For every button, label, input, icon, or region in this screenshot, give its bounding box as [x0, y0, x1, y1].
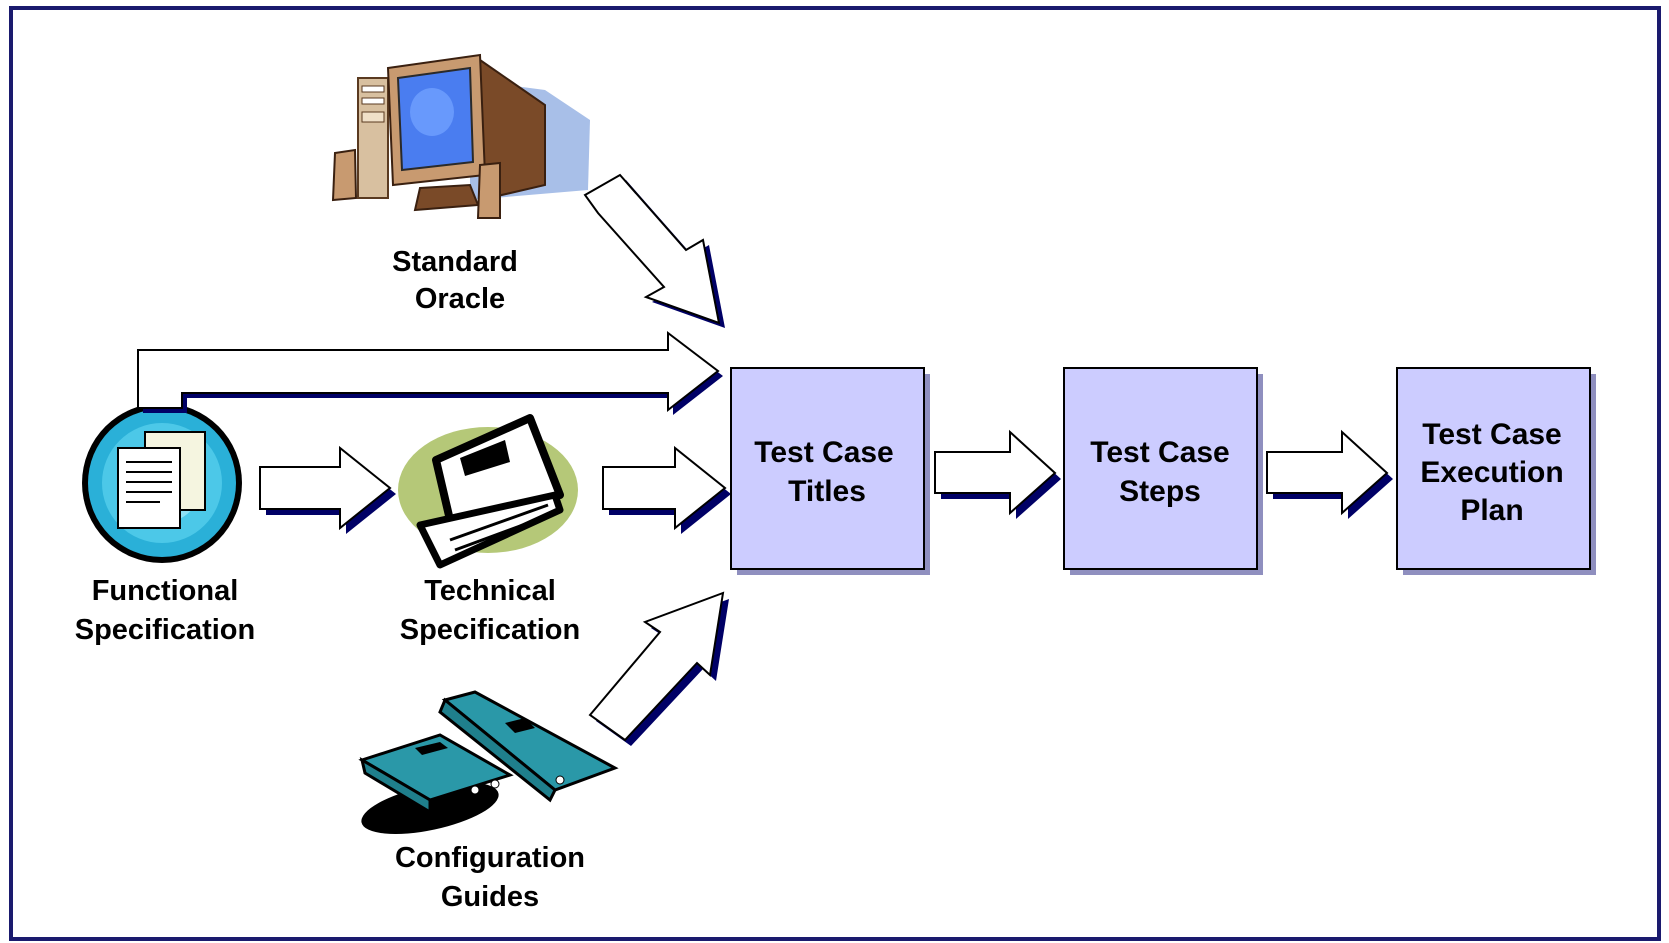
box-steps-line2: Steps	[1119, 475, 1201, 508]
arrow-functional-spec-to-titles	[137, 330, 723, 415]
arrow-functional-to-technical	[259, 445, 396, 534]
box-titles-line2: Titles	[788, 475, 866, 508]
functional-spec-label-line1: Functional	[92, 575, 239, 607]
box-plan-line2: Execution	[1420, 456, 1563, 489]
box-plan-line1: Test Case	[1422, 418, 1562, 451]
arrow-config-guides-to-titles	[588, 591, 729, 746]
box-steps-line1: Test Case	[1090, 436, 1230, 469]
laptop-icon	[398, 414, 578, 569]
arrow-standard-oracle-to-titles	[583, 173, 725, 328]
box-test-case-steps: Test Case Steps	[1063, 367, 1263, 575]
config-guides-label-line1: Configuration	[395, 842, 585, 874]
arrow-titles-to-steps	[934, 429, 1061, 519]
box-test-case-titles: Test Case Titles	[730, 367, 930, 575]
box-titles-line1: Test Case	[754, 436, 894, 469]
box-plan-line3: Plan	[1460, 494, 1523, 527]
technical-spec-label-line1: Technical	[424, 575, 556, 607]
documents-icon	[82, 403, 242, 563]
binders-icon	[358, 690, 619, 834]
functional-spec-label-line2: Specification	[75, 614, 256, 646]
standard-oracle-label-line2: Oracle	[415, 283, 505, 315]
arrow-steps-to-plan	[1266, 429, 1393, 519]
desktop-computer-icon	[331, 53, 590, 219]
standard-oracle-label-line1: Standard	[392, 246, 518, 278]
config-guides-label-line2: Guides	[441, 881, 539, 913]
arrow-technical-to-titles	[602, 445, 731, 534]
box-test-case-execution-plan: Test Case Execution Plan	[1396, 367, 1596, 575]
technical-spec-label-line2: Specification	[400, 614, 581, 646]
